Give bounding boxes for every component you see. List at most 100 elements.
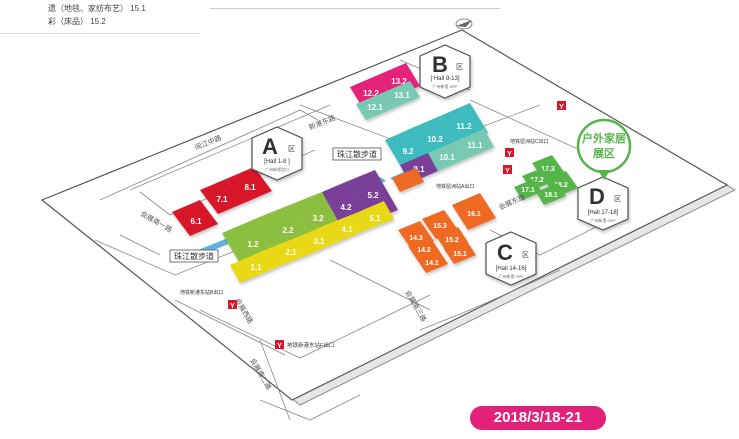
svg-text:广州新馆 GPF: 广州新馆 GPF bbox=[498, 273, 524, 279]
hall-6-1[interactable]: 6.1 bbox=[172, 200, 218, 236]
svg-text:1.1: 1.1 bbox=[250, 263, 262, 272]
hall-3-1[interactable]: 3.1 bbox=[300, 224, 338, 254]
svg-text:9.2: 9.2 bbox=[402, 147, 414, 156]
svg-text:[Hall 14-16]: [Hall 14-16] bbox=[496, 266, 527, 272]
metro-exit-icon bbox=[557, 101, 566, 110]
svg-text:15.1: 15.1 bbox=[453, 251, 467, 258]
metro-exit-icon bbox=[505, 148, 514, 157]
svg-text:14.3: 14.3 bbox=[409, 235, 423, 242]
hall-16-1[interactable]: 16.1 bbox=[452, 193, 496, 230]
zone-d-halls: 17.3 17.2 17.1 18.2 18.1 bbox=[514, 155, 578, 205]
svg-text:珠江散步道: 珠江散步道 bbox=[337, 149, 377, 159]
svg-text:10.1: 10.1 bbox=[439, 153, 455, 162]
metro-exit-icon bbox=[228, 300, 237, 309]
metro-exit-icon bbox=[275, 340, 284, 349]
category-line-1: 遗（地毯、家纺布艺） 15.1 bbox=[48, 4, 146, 13]
event-date-badge: 2018/3/18-21 bbox=[470, 406, 606, 430]
svg-text:广州新馆 GPF: 广州新馆 GPF bbox=[590, 217, 616, 223]
svg-text:2.2: 2.2 bbox=[282, 226, 294, 235]
svg-text:14.2: 14.2 bbox=[417, 247, 431, 254]
svg-text:15.2: 15.2 bbox=[445, 237, 459, 244]
svg-text:地铁新港东站B出口: 地铁新港东站B出口 bbox=[180, 289, 223, 296]
svg-text:13.1: 13.1 bbox=[394, 91, 410, 100]
svg-text:Y: Y bbox=[230, 303, 235, 310]
hall-15-1[interactable]: 15.1 bbox=[444, 240, 476, 264]
svg-text:7.1: 7.1 bbox=[216, 195, 228, 204]
svg-text:[Hall 1-8 ]: [Hall 1-8 ] bbox=[264, 159, 290, 165]
svg-text:地铁琶洲站C出口: 地铁琶洲站C出口 bbox=[510, 138, 549, 145]
zone-c-halls: 14.3 14.2 14.1 15.3 15.2 15.1 16.1 bbox=[398, 193, 496, 273]
svg-text:[ Hall 9-13]: [ Hall 9-13] bbox=[430, 76, 459, 82]
metro-exit-1[interactable]: Y 地铁新港东站B出口 bbox=[180, 289, 237, 310]
svg-text:广州新馆 GPF: 广州新馆 GPF bbox=[432, 83, 458, 89]
svg-text:8.1: 8.1 bbox=[244, 183, 256, 192]
svg-text:6.1: 6.1 bbox=[190, 217, 202, 226]
orange-annex-block bbox=[392, 168, 424, 192]
svg-text:A: A bbox=[262, 134, 278, 159]
svg-text:3.1: 3.1 bbox=[313, 237, 325, 246]
hall-12-1[interactable]: 12.1 bbox=[356, 92, 394, 120]
svg-text:2.1: 2.1 bbox=[285, 248, 297, 257]
svg-text:10.2: 10.2 bbox=[427, 135, 443, 144]
svg-text:17.2: 17.2 bbox=[530, 177, 544, 184]
svg-text:14.1: 14.1 bbox=[425, 260, 439, 267]
svg-text:广州新馆北口: 广州新馆北口 bbox=[265, 166, 289, 172]
outdoor-zone-bubble[interactable]: 户外家居 展区 bbox=[576, 118, 632, 180]
zone-a-halls: 1.2 2.2 3.2 4.2 5.2 1.1 2.1 3.1 4.1 5.1 … bbox=[172, 167, 398, 283]
category-line-2: 彩（床品） 15.2 bbox=[48, 17, 106, 26]
svg-text:4.1: 4.1 bbox=[341, 225, 353, 234]
zone-marker-b[interactable]: B 区 [ Hall 9-13] 广州新馆 GPF bbox=[419, 44, 471, 99]
svg-text:Y: Y bbox=[507, 151, 512, 158]
hall-4-1[interactable]: 4.1 bbox=[328, 213, 366, 242]
metro-exit-4[interactable]: Y 地铁琶洲站C出口 bbox=[505, 138, 549, 158]
hall-13-1[interactable]: 13.1 bbox=[384, 81, 420, 108]
svg-text:9.1: 9.1 bbox=[413, 165, 425, 174]
legend-divider bbox=[0, 33, 200, 34]
svg-text:C: C bbox=[497, 240, 513, 265]
svg-text:区: 区 bbox=[288, 145, 295, 153]
svg-text:13.2: 13.2 bbox=[391, 77, 407, 86]
hall-18-1[interactable]: 18.1 bbox=[536, 183, 566, 205]
svg-text:区: 区 bbox=[522, 251, 529, 259]
svg-text:地铁新港东站F出口: 地铁新港东站F出口 bbox=[287, 341, 334, 349]
zone-b-halls: 12.2 13.2 12.1 13.1 9.2 10.2 11.2 9.1 10… bbox=[350, 63, 494, 192]
svg-text:11.2: 11.2 bbox=[456, 122, 472, 131]
svg-text:17.1: 17.1 bbox=[521, 187, 535, 194]
walkway-label-2: 珠江散步道 bbox=[169, 249, 219, 263]
top-divider bbox=[210, 8, 500, 9]
zone-marker-d[interactable]: D 区 [Hall 17-18] 广州新馆 GPF bbox=[577, 176, 629, 231]
metro-exit-5[interactable]: Y bbox=[557, 101, 566, 111]
svg-text:18.1: 18.1 bbox=[544, 192, 558, 199]
metro-exit-3[interactable]: Y 地铁琶洲站A出口 bbox=[436, 165, 512, 190]
hall-11-1[interactable]: 11.1 bbox=[456, 129, 494, 159]
svg-text:17.3: 17.3 bbox=[541, 166, 555, 173]
svg-text:11.1: 11.1 bbox=[467, 141, 483, 150]
hall-5-1[interactable]: 5.1 bbox=[356, 201, 394, 230]
zone-marker-a[interactable]: A 区 [Hall 1-8 ] 广州新馆北口 bbox=[251, 126, 303, 181]
north-arrow-icon bbox=[455, 18, 473, 30]
svg-text:区: 区 bbox=[456, 63, 463, 71]
svg-text:18.2: 18.2 bbox=[554, 182, 568, 189]
hall-7-1[interactable]: 7.1 bbox=[200, 179, 244, 214]
walkway-label-1: 珠江散步道 bbox=[332, 147, 382, 161]
hall-17-1[interactable]: 17.1 bbox=[514, 179, 542, 200]
hall-14-1[interactable]: 14.1 bbox=[416, 249, 448, 273]
hall-10-1[interactable]: 10.1 bbox=[428, 141, 466, 171]
svg-text:展区: 展区 bbox=[592, 147, 615, 160]
svg-text:D: D bbox=[589, 184, 605, 209]
hall-1-1[interactable]: 1.1 bbox=[230, 247, 282, 283]
svg-text:[Hall 17-18]: [Hall 17-18] bbox=[588, 210, 619, 216]
zone-marker-c[interactable]: C 区 [Hall 14-16] 广州新馆 GPF bbox=[485, 231, 537, 286]
metro-exit-icon bbox=[503, 165, 512, 174]
svg-text:Y: Y bbox=[559, 104, 564, 111]
hall-2-1[interactable]: 2.1 bbox=[272, 236, 310, 265]
svg-text:地铁琶洲站A出口: 地铁琶洲站A出口 bbox=[436, 183, 474, 190]
svg-text:Y: Y bbox=[505, 168, 510, 175]
svg-text:3.2: 3.2 bbox=[312, 214, 324, 223]
hall-8-1[interactable]: 8.1 bbox=[226, 167, 272, 203]
svg-text:12.2: 12.2 bbox=[363, 89, 379, 98]
svg-text:5.1: 5.1 bbox=[369, 214, 381, 223]
svg-text:区: 区 bbox=[614, 195, 621, 203]
metro-exit-2[interactable]: Y 地铁新港东站F出口 bbox=[275, 340, 334, 350]
